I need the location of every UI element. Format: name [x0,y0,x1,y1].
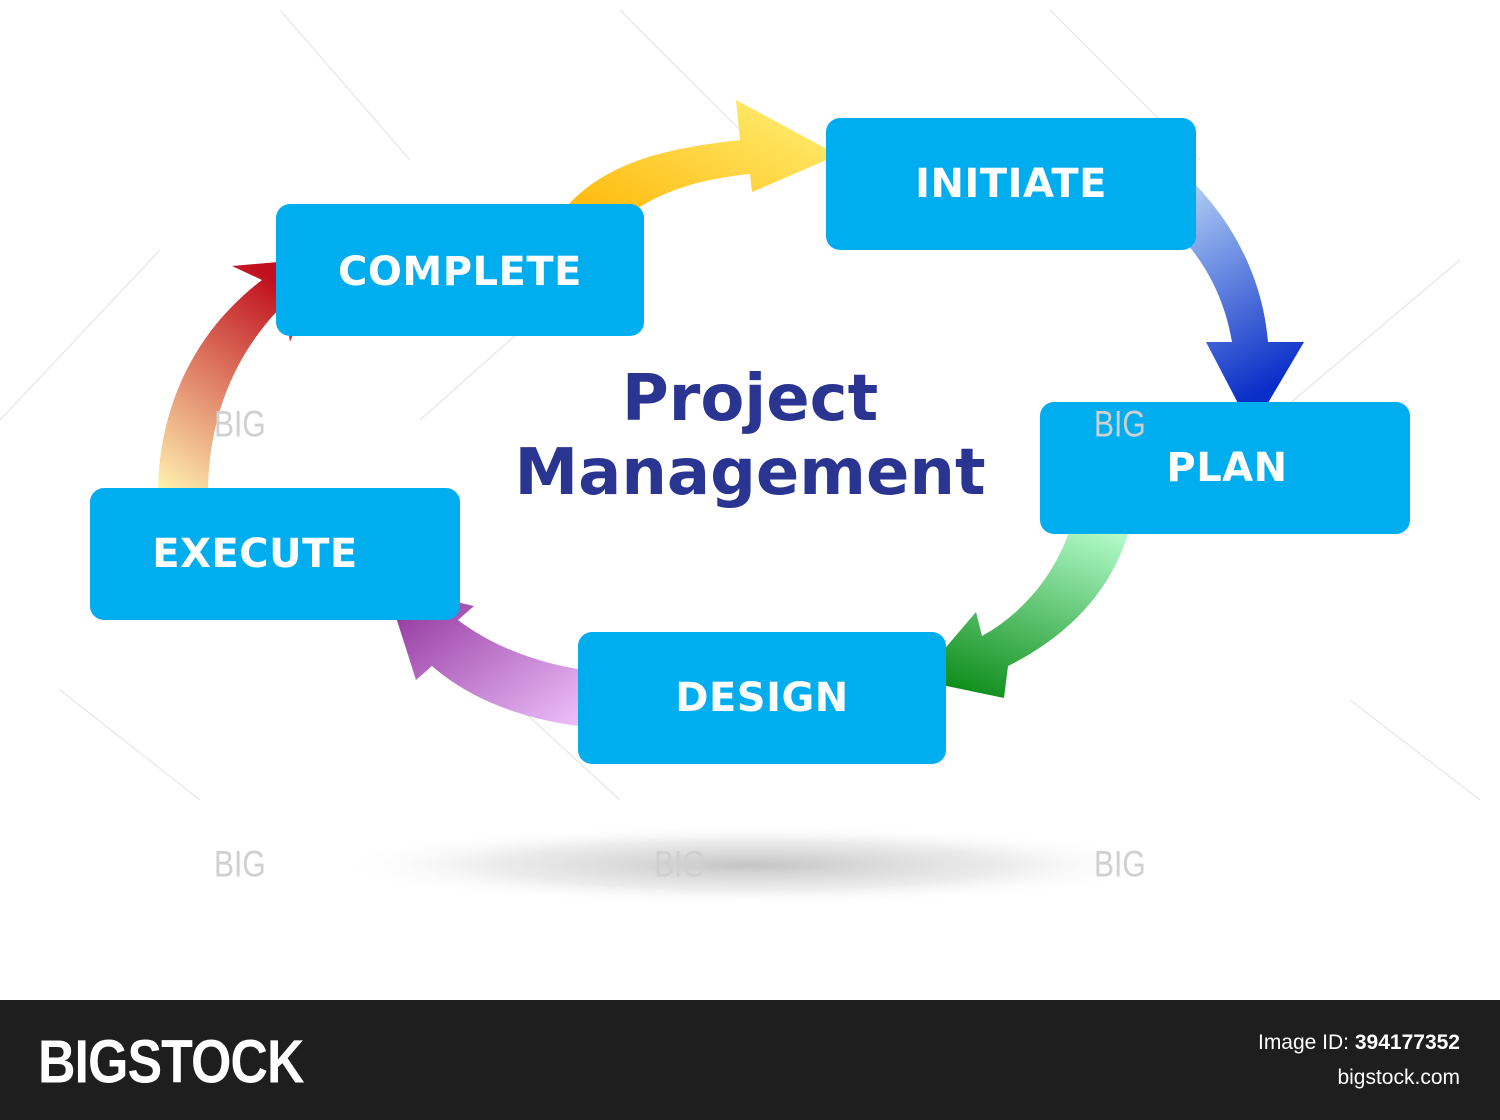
watermark-big-5: BIG [1094,843,1146,885]
footer-bar: BIGSTOCK Image ID: 394177352 bigstock.co… [0,1000,1500,1120]
title-line-2: Management [514,436,986,510]
stage-design-label: DESIGN [675,675,849,721]
stage-complete-label: COMPLETE [338,249,582,295]
stage-complete: COMPLETE [276,204,644,336]
diagram-title: Project Management [470,362,1030,510]
floor-shadow [330,825,1170,905]
arrow-plan-to-design [918,500,1134,698]
stage-execute-label: EXECUTE [152,531,358,577]
image-id: Image ID: 394177352 [1258,1031,1460,1055]
image-id-label: Image ID: [1257,1031,1350,1054]
watermark-big-2: BIG [1094,403,1146,445]
watermark-big-4: BIG [654,843,706,885]
stage-plan: PLAN [1040,402,1410,534]
stage-plan-label: PLAN [1166,445,1288,491]
stage-initiate-label: INITIATE [915,161,1107,207]
arrow-execute-to-complete [158,258,324,488]
stage-design: DESIGN [578,632,946,764]
title-line-1: Project [621,362,879,436]
site-url: bigstock.com [1337,1066,1460,1089]
arrow-complete-to-initiate [568,100,838,236]
stage-initiate: INITIATE [826,118,1196,250]
cycle-diagram [0,9,1481,905]
arrow-design-to-execute [386,586,628,730]
brand-logo: BIGSTOCK [38,1028,305,1097]
watermark-big-3: BIG [214,843,266,885]
diagram-canvas: COMPLETE INITIATE PLAN DESIGN EXECUTE Pr… [0,9,1481,905]
image-id-value: 394177352 [1354,1031,1460,1054]
stage-execute: EXECUTE [90,488,460,620]
watermark-big-1: BIG [214,403,266,445]
